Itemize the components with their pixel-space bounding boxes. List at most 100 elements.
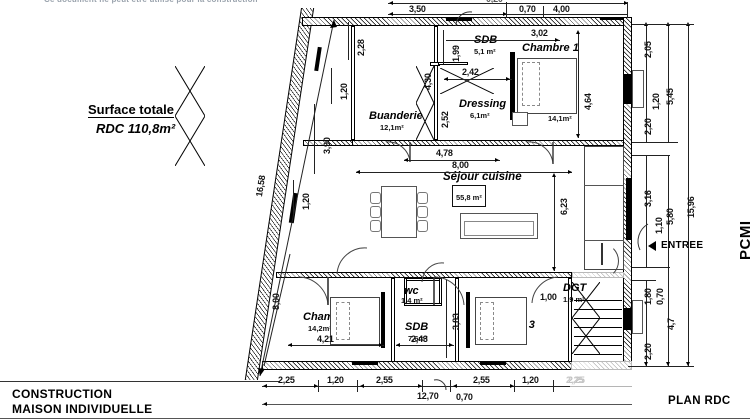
staircase xyxy=(574,300,622,360)
room-area-chambre-2: 14,2m² xyxy=(308,324,332,333)
bed-chambre-1 xyxy=(517,58,577,114)
dim-line-4-21 xyxy=(288,345,384,346)
top-disclaimer-note: Ce document ne peut être utilisé pour la… xyxy=(44,0,258,4)
door-arc-chambre-2 xyxy=(297,276,329,305)
door-arc-dgt xyxy=(531,276,559,303)
window-sdb-top xyxy=(446,17,472,21)
dim-line-8-00-left xyxy=(263,253,291,367)
dim-line-right-total xyxy=(688,24,689,366)
dim-3-90: 3,90 xyxy=(322,137,332,154)
dim-5-80: 5,80 xyxy=(665,208,675,225)
dim-5-45: 5,45 xyxy=(665,88,675,105)
entry-hall-divider xyxy=(584,185,624,186)
dim-1-80: 1,80 xyxy=(643,288,653,305)
dim-2-20-a: 2,20 xyxy=(643,118,653,135)
dim-line-right-col1c xyxy=(646,280,647,366)
chair xyxy=(417,206,428,218)
door-arc-entree xyxy=(583,243,619,279)
dim-bottom-2-25-b: 2,25 xyxy=(568,375,585,385)
dim-line-right-col2a xyxy=(668,24,669,142)
title-line-2: MAISON INDIVIDUELLE xyxy=(12,402,153,416)
dim-2-43: 2,43 xyxy=(411,334,428,344)
partition-chambre2-sdb xyxy=(391,278,395,362)
chair xyxy=(370,220,381,232)
dim-bottom-1-20-a: 1,20 xyxy=(327,375,344,385)
dim-line-bottom-total xyxy=(262,404,632,405)
bed-pillow-chambre-1 xyxy=(522,62,540,106)
dim-4-21: 4,21 xyxy=(317,334,334,344)
dim-1-20-a: 1,20 xyxy=(339,83,349,100)
entree-arrow-icon xyxy=(648,241,656,251)
surface-total-label: Surface totale xyxy=(88,102,174,118)
dim-top-0-70: 0,70 xyxy=(519,4,536,14)
window-sejour-right xyxy=(626,178,631,240)
room-label-dgt: DGT xyxy=(563,282,587,294)
dim-line-bottom-chain-faint xyxy=(570,386,632,387)
dim-2-28: 2,28 xyxy=(356,39,366,56)
dim-top-0-20: 0,20 xyxy=(486,0,503,4)
dim-2-52: 2,52 xyxy=(440,111,450,128)
dining-table xyxy=(381,186,417,238)
door-arc-top-opening xyxy=(455,11,473,26)
dim-4-78: 4,78 xyxy=(436,148,453,158)
dim-1-99: 1,99 xyxy=(451,45,461,62)
dim-2-05: 2,05 xyxy=(643,41,653,58)
door-arc-sejour-left xyxy=(336,247,368,274)
nightstand-chambre-1 xyxy=(512,112,528,126)
partition-chambre3-dgt xyxy=(568,278,572,362)
room-area-dressing: 6,1m² xyxy=(470,111,490,120)
room-label-chambre-1: Chambre 1 xyxy=(522,42,579,54)
room-label-wc: wc xyxy=(404,285,419,297)
closet-x-symbol-dgt xyxy=(572,282,600,354)
closet-x-symbol xyxy=(175,66,205,166)
title-line-1: CONSTRUCTION xyxy=(12,387,113,401)
entry-hall-divider-2 xyxy=(584,240,624,241)
dim-line-2-42 xyxy=(444,79,512,80)
pcmi-reference: PCMI xyxy=(737,220,750,261)
dim-3-83: 3,83 xyxy=(451,313,461,330)
dim-bottom-1-20-b: 1,20 xyxy=(522,375,539,385)
dim-4-7: 4,7 xyxy=(666,318,676,330)
dim-line-right-col1b xyxy=(646,155,647,267)
partition-sdb-chambre3 xyxy=(455,278,459,362)
dim-line-16-58 xyxy=(258,19,337,377)
dim-bottom-total: 12,70 xyxy=(417,391,439,401)
closet-x-symbol-dressing-top xyxy=(440,68,494,94)
room-label-dressing: Dressing xyxy=(459,98,507,110)
dim-3-02: 3,02 xyxy=(531,28,548,38)
room-area-wc: 1,4 m² xyxy=(401,296,423,305)
dim-bottom-2-55-a: 2,55 xyxy=(376,375,393,385)
bed-chambre-3 xyxy=(475,297,527,345)
bed-pillow-chambre-2 xyxy=(336,302,350,340)
dim-line-3-02 xyxy=(446,40,560,41)
dim-2-42: 2,42 xyxy=(462,67,479,77)
door-arc-chambre-3 xyxy=(433,276,465,305)
dim-line-top-inner xyxy=(388,14,628,15)
window-dgt-right xyxy=(624,308,631,330)
room-area-sejour-cuisine: 55,8 m² xyxy=(456,193,482,202)
bed-headboard-chambre-1 xyxy=(510,52,515,120)
door-arc-chambre-1 xyxy=(526,141,554,165)
room-area-buanderie: 12,1m² xyxy=(380,123,404,132)
dim-line-bottom-chain xyxy=(262,386,570,387)
interior-wall-upper-band-left xyxy=(303,140,353,146)
door-arc-buanderie xyxy=(385,141,411,163)
chair xyxy=(417,220,428,232)
sofa-cushion xyxy=(464,221,534,236)
bed-chambre-2 xyxy=(330,297,380,345)
title-rule-top xyxy=(0,381,280,382)
dim-line-right-col1a xyxy=(646,24,647,142)
dim-3-16: 3,16 xyxy=(643,190,653,207)
window-frame-chambre1 xyxy=(632,70,644,108)
dim-top-3-50: 3,50 xyxy=(409,4,426,14)
dim-line-8-00-interior xyxy=(356,172,572,173)
dim-line-4-78 xyxy=(404,160,500,161)
dim-1-00: 1,00 xyxy=(540,292,557,302)
dim-line-top-outer xyxy=(388,3,628,4)
partition-sdb-chambre1 xyxy=(434,26,438,140)
room-label-buanderie: Buanderie xyxy=(369,110,423,122)
window-chambre1-top xyxy=(600,17,624,20)
dim-4-30: 4,30 xyxy=(423,73,433,90)
dim-line-right-col2b xyxy=(668,155,669,366)
